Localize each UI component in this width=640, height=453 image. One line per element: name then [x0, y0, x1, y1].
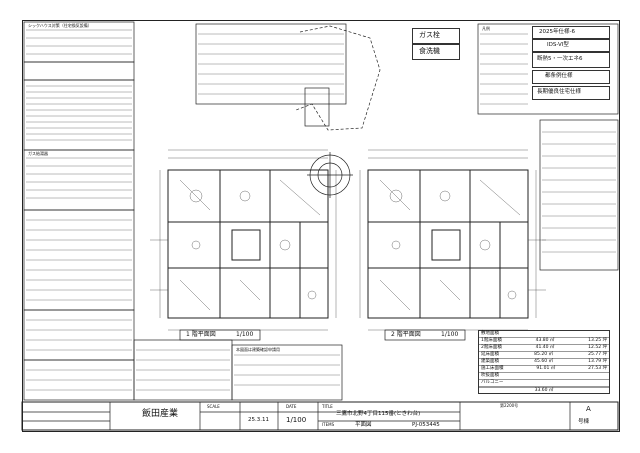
area-row-tsubo: 13.79 坪: [588, 359, 607, 364]
area-table-row: 延床面積 85.20 ㎡ 25.77 坪: [479, 352, 609, 359]
drawing-title: 平面図: [355, 422, 372, 428]
area-table-row: 33.60 ㎡: [479, 388, 609, 394]
ventilation-note-title: シックハウス対策（住宅換気設備）: [28, 23, 92, 28]
area-table-row: 施工床面積 91.01 ㎡ 27.53 坪: [479, 366, 609, 373]
area-row-sqm: 43.80 ㎡: [535, 338, 555, 343]
sheet-label: 号棟: [578, 419, 590, 425]
area-row-sqm: 45.60 ㎡: [534, 359, 553, 364]
area-row-sqm: 33.60 ㎡: [534, 388, 554, 393]
long-life-label: 長期優良住宅仕様: [537, 89, 582, 95]
floor2-plan-label: 2 階平面図: [391, 331, 421, 338]
company-name: 飯田産業: [142, 409, 179, 419]
area-row-label: 延床面積: [481, 352, 499, 357]
area-row-sqm: 85.20 ㎡: [534, 352, 553, 357]
area-table-row: 2階床面積 41.40 ㎡ 12.52 坪: [479, 345, 609, 352]
area-row-tsubo: 12.52 坪: [588, 345, 607, 350]
area-row-tsubo: 13.25 坪: [588, 338, 607, 343]
revision-mark: A: [586, 405, 591, 413]
area-table-row: バルコニー: [479, 380, 609, 387]
sheet-border: [22, 20, 620, 432]
scale-header: SCALE: [207, 404, 220, 409]
drawing-date: 25.3.11: [248, 417, 269, 423]
kensha-number: 第2200号: [500, 403, 519, 408]
fire-code-label: 都条例仕様: [545, 73, 573, 79]
gas-tap-label: ガス栓: [419, 31, 440, 39]
dishwasher-label: 食洗機: [419, 47, 440, 55]
area-table-row: 建築面積 45.60 ㎡ 13.79 坪: [479, 359, 609, 366]
area-table-row: [479, 387, 609, 388]
area-row-label: 2階床面積: [481, 345, 502, 350]
drawing-number: PJ-053445: [412, 422, 440, 428]
area-row-tsubo: 25.77 坪: [588, 352, 607, 357]
long-life-box: 長期優良住宅仕様: [532, 86, 610, 100]
floor2-scale: 1/100: [441, 331, 459, 338]
insulation-box: 断熱5・一次エネ6: [532, 52, 610, 68]
area-row-label: 建築面積: [481, 359, 499, 364]
area-row-label: 吹抜面積: [481, 373, 499, 378]
drawing-scale: 1/100: [286, 416, 307, 424]
floor1-plan-label: 1 階平面図: [186, 331, 216, 338]
dishwasher-box: 食洗機: [412, 44, 460, 60]
area-table-row: 1階床面積 43.80 ㎡ 13.25 坪: [479, 338, 609, 345]
area-row-tsubo: 27.53 坪: [588, 366, 607, 371]
ids-label: IDS-VI型: [547, 42, 569, 48]
area-row-sqm: 91.01 ㎡: [536, 366, 556, 371]
area-row-label: 敷地面積: [481, 331, 499, 336]
area-table-rows: 敷地面積 1階床面積 43.80 ㎡ 13.25 坪 2階床面積 41.40 ㎡ 12.52…: [479, 331, 609, 394]
items-header: ITEMS: [322, 422, 335, 427]
date-header: DATE: [286, 404, 297, 409]
area-table: 敷地面積 1階床面積 43.80 ㎡ 13.25 坪 2階床面積 41.40 ㎡ 12.52…: [478, 330, 610, 394]
bottom-note: 本図面は建築確認申請用: [236, 347, 280, 352]
floor1-scale: 1/100: [236, 331, 254, 338]
project-name: 三鷹市北野4丁目115番(ときわ台): [336, 411, 421, 417]
equipment-note-title: ガス給湯器: [28, 151, 48, 156]
legend-title: 凡例: [482, 26, 490, 31]
area-row-label: 1階床面積: [481, 338, 502, 343]
area-table-row: 吹抜面積: [479, 373, 609, 380]
area-row-sqm: 41.40 ㎡: [535, 345, 555, 350]
gas-tap-box: ガス栓: [412, 28, 460, 44]
spec-year-box: 2025年仕様-6: [532, 26, 610, 39]
fire-code-box: 都条例仕様: [532, 70, 610, 84]
area-table-row: 敷地面積: [479, 331, 609, 338]
title-header: TITLE: [322, 404, 333, 409]
spec-year-label: 2025年仕様-6: [539, 29, 575, 35]
ids-box: IDS-VI型: [532, 39, 610, 52]
insulation-label: 断熱5・一次エネ6: [537, 56, 583, 62]
area-row-label: 施工床面積: [481, 366, 504, 371]
area-row-label: バルコニー: [481, 380, 504, 385]
